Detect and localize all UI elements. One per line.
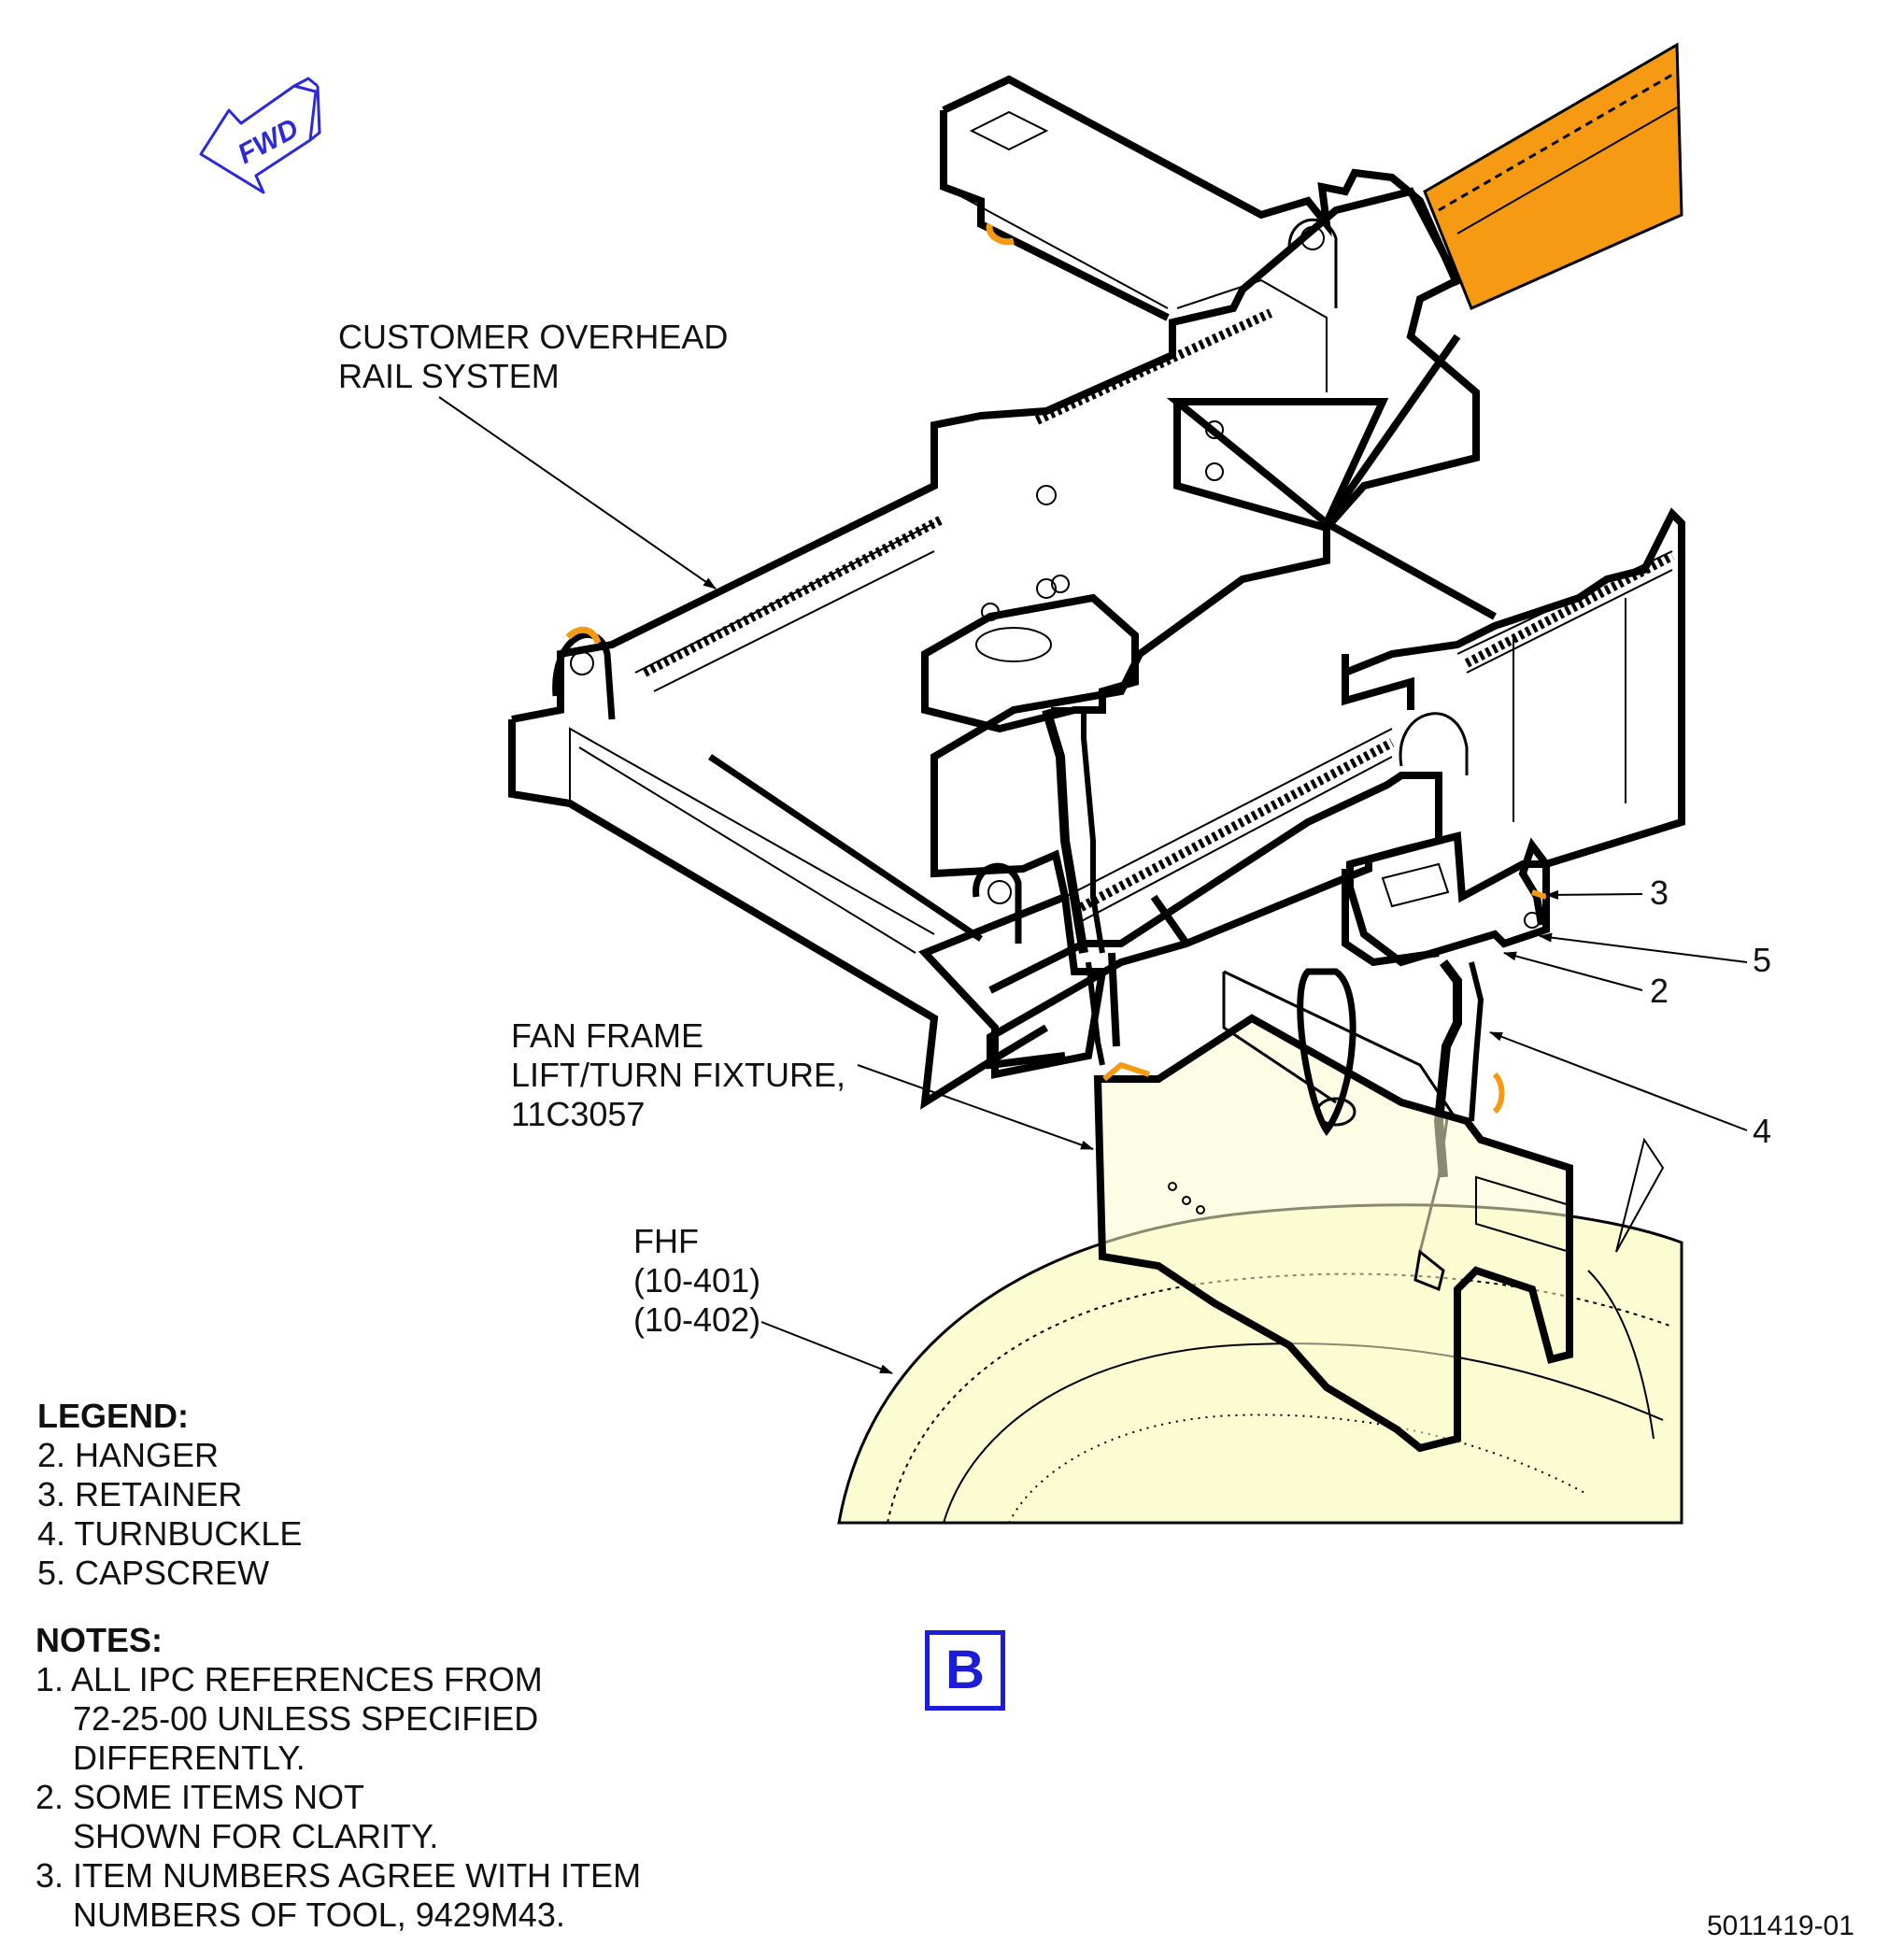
top-frame xyxy=(940,75,1497,620)
callout-3: 3 xyxy=(1650,873,1669,912)
lift-frame xyxy=(508,187,1480,1110)
label-rail-system-line1: CUSTOMER OVERHEAD xyxy=(338,318,729,356)
right-beam xyxy=(1342,507,1685,926)
leader-3 xyxy=(1545,889,1643,900)
legend-item: 5. CAPSCREW xyxy=(37,1554,270,1592)
label-fixture-line2: LIFT/TURN FIXTURE, xyxy=(511,1056,845,1094)
leader-fixture xyxy=(857,1064,1094,1150)
leader-2 xyxy=(1503,951,1643,991)
label-fhf-line2: (10-401) xyxy=(633,1261,761,1300)
label-rail-system: CUSTOMER OVERHEAD RAIL SYSTEM xyxy=(338,318,728,396)
legend-list: 2. HANGER 3. RETAINER 4. TURNBUCKLE 5. C… xyxy=(37,1436,302,1593)
label-rail-system-line2: RAIL SYSTEM xyxy=(338,357,560,395)
leader-fhf xyxy=(760,1321,893,1374)
note-line: DIFFERENTLY. xyxy=(73,1739,305,1777)
leader-4 xyxy=(1489,1031,1748,1131)
note-item: 3. ITEM NUMBERS AGREE WITH ITEM NUMBERS … xyxy=(36,1856,641,1935)
turnbuckle-rods xyxy=(1042,707,1484,1253)
leader-5 xyxy=(1539,932,1748,963)
hanger-block xyxy=(1346,831,1550,967)
legend-item: 2. HANGER xyxy=(37,1436,220,1474)
legend-item: 3. RETAINER xyxy=(37,1475,243,1513)
overhead-rail xyxy=(1423,42,1683,311)
legend-item: 4. TURNBUCKLE xyxy=(37,1514,303,1553)
label-fhf-line1: FHF xyxy=(633,1222,699,1260)
callout-2: 2 xyxy=(1650,972,1669,1010)
leader-rail-system xyxy=(438,396,717,589)
label-fixture-line3: 11C3057 xyxy=(511,1095,646,1133)
label-fixture-line1: FAN FRAME xyxy=(511,1016,704,1055)
left-hanger-block xyxy=(921,575,1139,733)
view-badge: B xyxy=(925,1630,1005,1711)
note-line: SHOWN FOR CLARITY. xyxy=(73,1817,439,1855)
drawing-id: 5011419-01 xyxy=(1707,1910,1854,1941)
legend: LEGEND: 2. HANGER 3. RETAINER 4. TURNBUC… xyxy=(37,1397,302,1593)
note-line: 3. ITEM NUMBERS AGREE WITH ITEM xyxy=(36,1856,642,1895)
callout-4: 4 xyxy=(1753,1112,1772,1150)
fwd-arrow-icon: FWD xyxy=(199,77,321,194)
note-line: 2. SOME ITEMS NOT xyxy=(36,1778,365,1816)
note-line: 1. ALL IPC REFERENCES FROM xyxy=(36,1660,543,1698)
notes-list: 1. ALL IPC REFERENCES FROM 72-25-00 UNLE… xyxy=(36,1660,641,1935)
notes-title: NOTES: xyxy=(36,1621,163,1659)
note-item: 2. SOME ITEMS NOT SHOWN FOR CLARITY. xyxy=(36,1778,641,1856)
label-fhf-line3: (10-402) xyxy=(633,1300,761,1339)
legend-title: LEGEND: xyxy=(37,1397,189,1435)
notes: NOTES: 1. ALL IPC REFERENCES FROM 72-25-… xyxy=(36,1621,641,1935)
note-item: 1. ALL IPC REFERENCES FROM 72-25-00 UNLE… xyxy=(36,1660,641,1778)
callout-5: 5 xyxy=(1753,941,1772,979)
note-line: NUMBERS OF TOOL, 9429M43. xyxy=(73,1896,565,1934)
label-fixture: FAN FRAME LIFT/TURN FIXTURE, 11C3057 xyxy=(511,1016,845,1134)
leader-lines xyxy=(438,396,1748,1374)
label-fhf: FHF (10-401) (10-402) xyxy=(633,1222,760,1340)
note-line: 72-25-00 UNLESS SPECIFIED xyxy=(73,1699,539,1738)
lift-turn-fixture xyxy=(1093,968,1573,1453)
